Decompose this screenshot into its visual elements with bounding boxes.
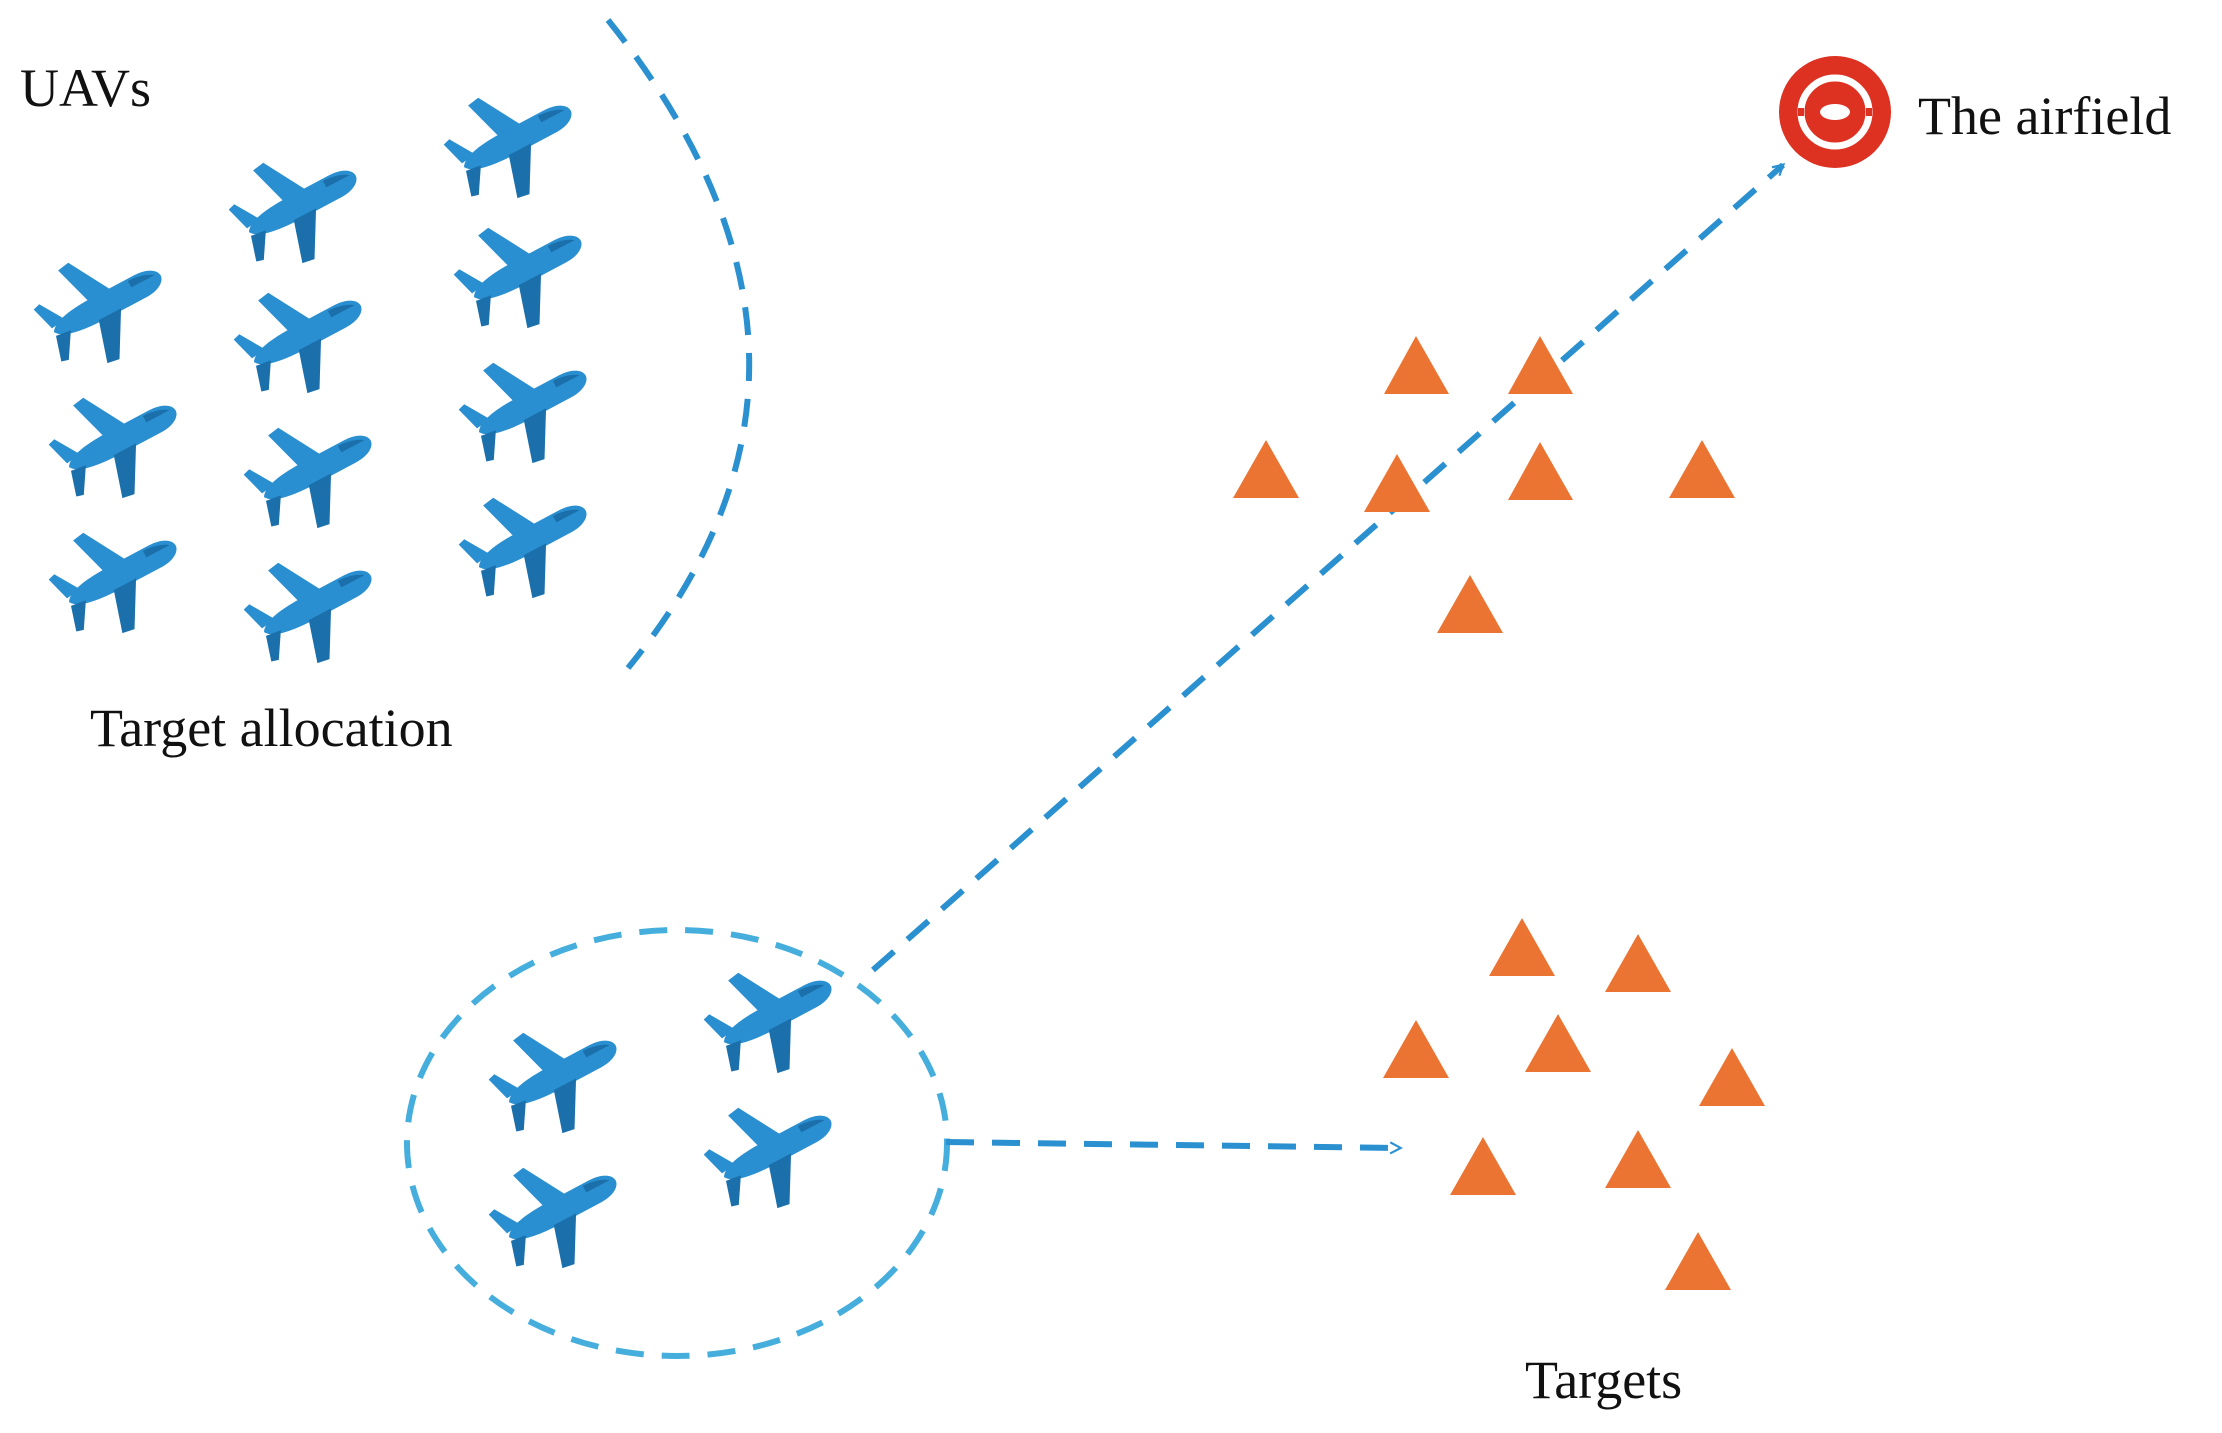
airplane-icon xyxy=(216,127,382,284)
triangle-icon xyxy=(1525,1014,1591,1072)
triangle-icon xyxy=(1233,440,1299,498)
airplane-icon xyxy=(446,327,612,484)
airfield-label: The airfield xyxy=(1918,86,2171,146)
airplane-icon xyxy=(446,462,612,619)
airplane-icon xyxy=(691,1072,857,1229)
airplane-icon xyxy=(431,62,597,219)
target-cluster-lower xyxy=(1383,918,1765,1290)
airplane-icon xyxy=(441,192,607,349)
triangle-icon xyxy=(1450,1137,1516,1195)
airplane-icon xyxy=(231,527,397,684)
uav-group xyxy=(476,937,857,1289)
triangle-icon xyxy=(1364,454,1430,512)
triangle-icon xyxy=(1605,934,1671,992)
uav-group-ellipse xyxy=(404,927,950,1359)
allocation-boundary-arc xyxy=(605,18,753,670)
triangle-icon xyxy=(1699,1048,1765,1106)
triangle-icon xyxy=(1508,336,1573,394)
triangle-icon xyxy=(1669,440,1735,498)
airplane-icon xyxy=(21,227,187,384)
triangle-icon xyxy=(1489,918,1555,976)
targets-label: Targets xyxy=(1525,1350,1682,1410)
airplane-icon xyxy=(476,1132,642,1289)
triangle-icon xyxy=(1665,1232,1731,1290)
airplane-icon xyxy=(691,937,857,1094)
triangle-icon xyxy=(1437,575,1503,633)
route-to-airfield-arrow xyxy=(871,162,1783,973)
airplane-icon xyxy=(231,392,397,549)
airplane-icon xyxy=(36,497,202,654)
uavs-label: UAVs xyxy=(20,58,151,118)
airfield-icon xyxy=(1779,56,1891,168)
uav-swarm xyxy=(21,62,612,684)
target-cluster-upper xyxy=(1233,336,1735,633)
triangle-icon xyxy=(1605,1130,1671,1188)
airplane-icon xyxy=(36,362,202,519)
airplane-icon xyxy=(221,257,387,414)
target-allocation-label: Target allocation xyxy=(90,698,453,758)
triangle-icon xyxy=(1384,336,1449,394)
airplane-icon xyxy=(476,997,642,1154)
route-to-targets-arrow xyxy=(945,1139,1400,1148)
triangle-icon xyxy=(1383,1020,1449,1078)
triangle-icon xyxy=(1508,442,1573,500)
